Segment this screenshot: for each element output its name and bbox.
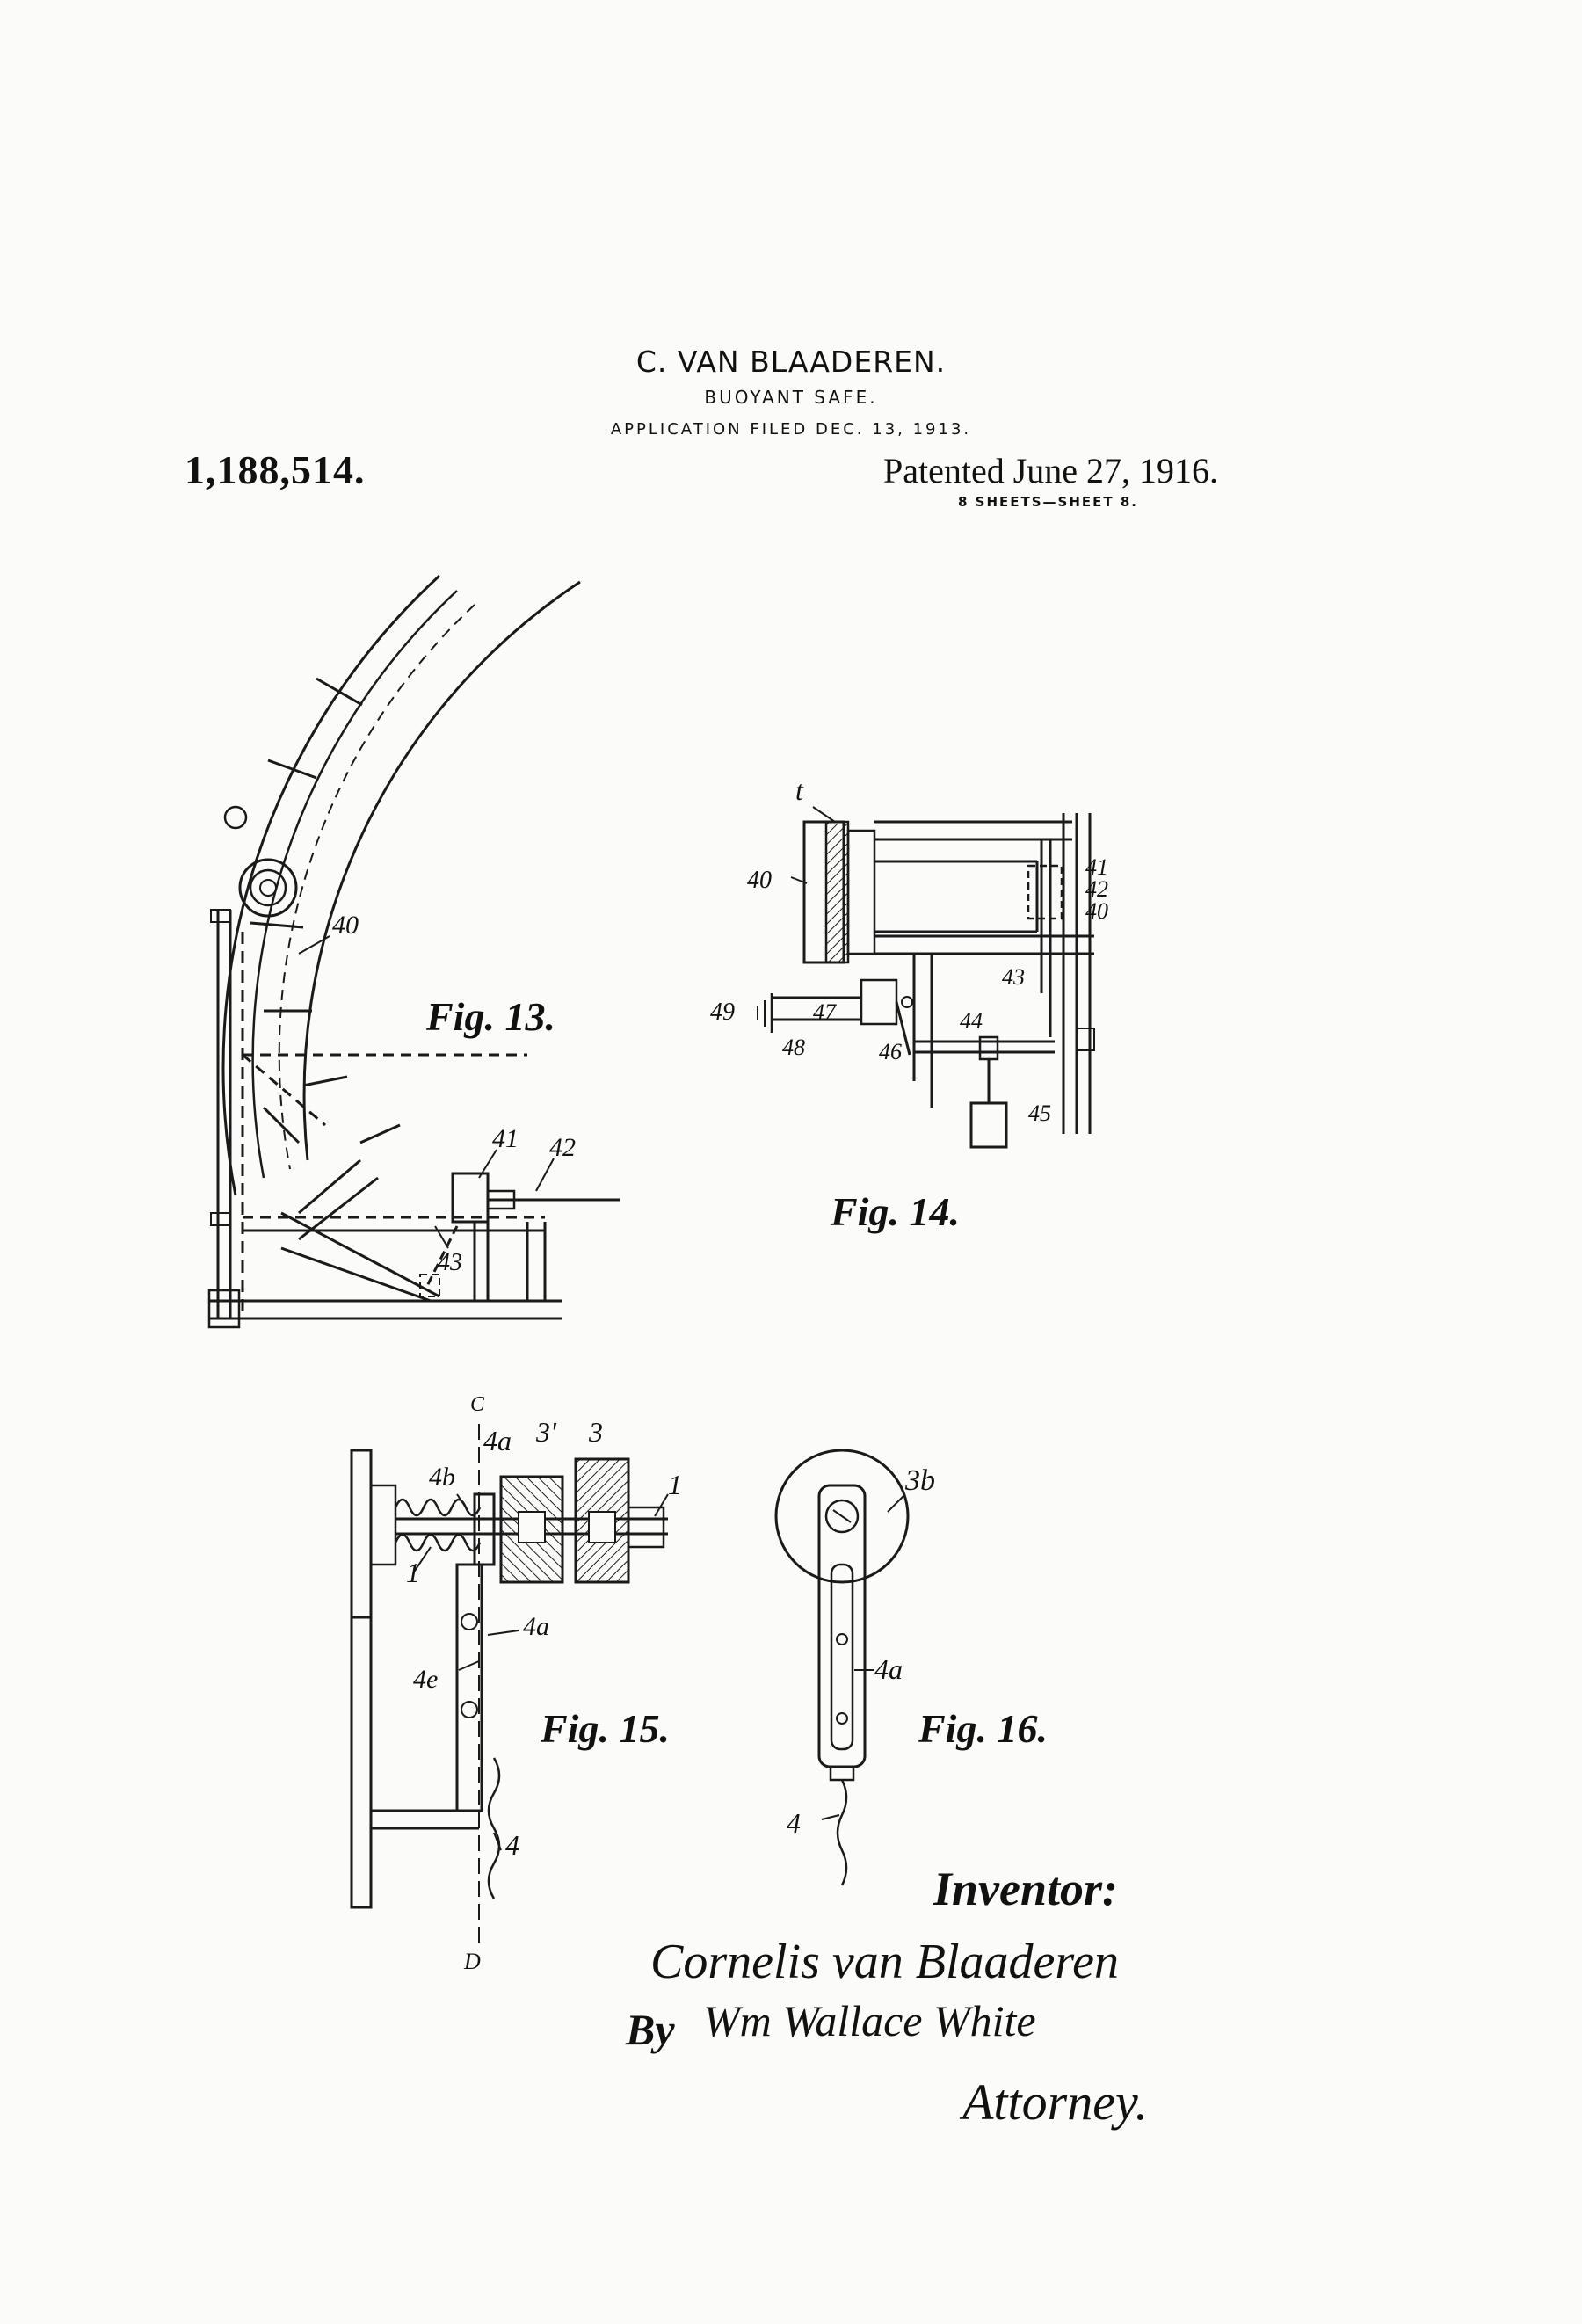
fig14-label-40a: 40: [747, 867, 772, 894]
fig15-label-4a-top: 4a: [483, 1425, 512, 1456]
invention-title: BUOYANT SAFE.: [704, 387, 878, 408]
fig14-label-t: t: [795, 774, 804, 806]
fig15-label-4: 4: [505, 1829, 519, 1861]
fig-13-caption: Fig. 13.: [426, 994, 555, 1039]
fig-15-caption: Fig. 15.: [541, 1706, 670, 1751]
fig15-label-4b: 4b: [429, 1463, 455, 1492]
fig14-label-42: 42: [1085, 876, 1108, 902]
attorney-label: Attorney.: [962, 2073, 1149, 2131]
fig13-label-41: 41: [492, 1124, 519, 1153]
patented-date: Patented June 27, 1916.: [883, 451, 1219, 490]
application-filed: APPLICATION FILED DEC. 13, 1913.: [610, 420, 972, 439]
fig14-label-44: 44: [960, 1008, 983, 1034]
inventor-header: C. VAN BLAADEREN.: [635, 345, 947, 379]
fig15-label-c: C: [470, 1393, 485, 1416]
fig15-label-1-left: 1: [406, 1557, 420, 1588]
inventor-label: Inventor:: [933, 1863, 1119, 1915]
fig16-label-3b: 3b: [904, 1464, 935, 1497]
fig14-label-45: 45: [1028, 1100, 1051, 1126]
fig13-label-42: 42: [549, 1133, 576, 1162]
fig15-label-d: D: [463, 1949, 481, 1974]
fig-16-caption: Fig. 16.: [918, 1706, 1048, 1751]
sheet-count: 8 SHEETS—SHEET 8.: [958, 494, 1138, 510]
figure-16-drawing: [774, 1449, 910, 1886]
patent-number: 1,188,514.: [185, 447, 366, 492]
fig13-label-40: 40: [332, 911, 359, 940]
fig14-label-40b: 40: [1085, 898, 1108, 924]
figure-14-drawing: [757, 806, 1095, 1149]
fig14-label-41: 41: [1085, 854, 1108, 880]
fig14-label-49: 49: [710, 999, 735, 1026]
figure-15-drawing: [350, 1424, 669, 1943]
fig15-label-4a-mid: 4a: [523, 1612, 549, 1641]
fig14-label-47: 47: [813, 999, 837, 1025]
fig15-label-4e: 4e: [413, 1665, 438, 1694]
inventor-signature: Cornelis van Blaaderen: [650, 1935, 1119, 1989]
fig15-label-3: 3: [588, 1416, 603, 1448]
fig-14-caption: Fig. 14.: [831, 1189, 960, 1234]
fig15-label-3prime: 3': [535, 1416, 557, 1448]
fig14-label-46: 46: [879, 1039, 902, 1064]
figure-13-drawing: [207, 574, 620, 1329]
by-label: By: [626, 2005, 675, 2054]
fig16-label-4: 4: [787, 1807, 801, 1839]
fig16-label-4a: 4a: [874, 1653, 903, 1685]
fig13-label-43: 43: [438, 1249, 462, 1276]
fig15-label-1-right: 1: [668, 1469, 682, 1500]
attorney-signature: Wm Wallace White: [703, 1996, 1036, 2045]
fig14-label-43: 43: [1002, 964, 1025, 990]
fig14-label-48: 48: [782, 1035, 805, 1060]
